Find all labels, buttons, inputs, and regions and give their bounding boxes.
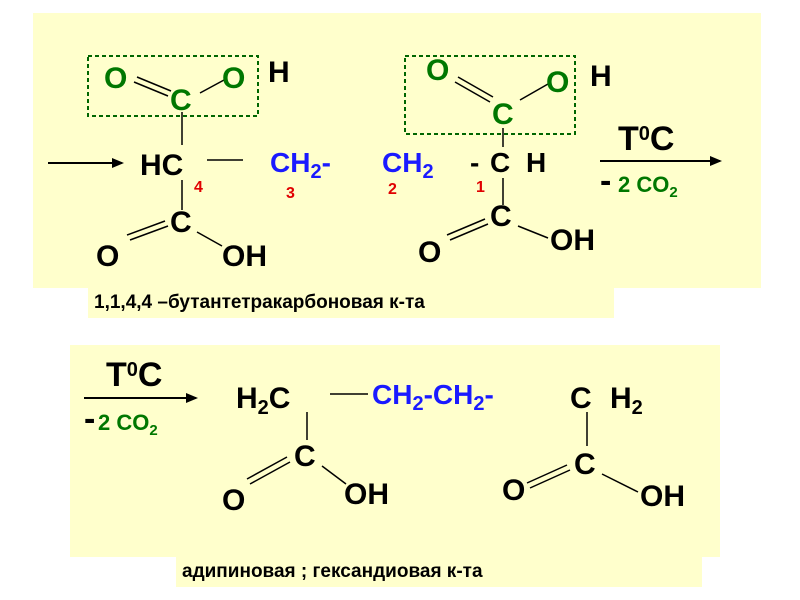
reaction2-name: адипиновая ; гександиовая к-та — [176, 557, 702, 587]
atom-oh: OH — [222, 240, 267, 273]
atom-o: O — [426, 54, 449, 87]
condition-temperature: T0C — [106, 356, 162, 394]
atom-c: C — [490, 200, 512, 233]
bond — [196, 231, 223, 247]
condition-temperature: T0C — [618, 120, 674, 158]
bond — [321, 465, 347, 485]
bond — [249, 461, 291, 485]
ch2-ch2-chain: CH2-CH2- — [372, 379, 494, 415]
condition-co2: 2 CO2 — [98, 410, 158, 439]
atom-oh: OH — [640, 480, 685, 513]
bond — [133, 81, 169, 97]
atom-o: O — [546, 66, 569, 99]
carboxyl-box-right — [404, 55, 576, 135]
locant: 2 — [388, 181, 397, 198]
bond — [529, 469, 571, 489]
bond-dash: - — [470, 147, 479, 178]
locant: 1 — [476, 179, 485, 196]
reaction1-name: 1,1,4,4 –бутантетракарбоновая к-та — [88, 288, 614, 318]
bond — [457, 76, 494, 98]
atom-h: H — [268, 56, 290, 89]
bond — [129, 225, 169, 241]
bond — [449, 223, 489, 241]
bond — [126, 220, 166, 236]
bond — [601, 473, 639, 493]
atom-oh: OH — [550, 224, 595, 257]
atom-o: O — [104, 62, 127, 95]
atom-c: C — [574, 448, 596, 481]
atom-c: C — [170, 84, 192, 117]
bond — [136, 76, 172, 92]
atom-c: C — [294, 440, 316, 473]
bond — [454, 81, 491, 103]
locant: 4 — [194, 179, 203, 196]
locant: 3 — [286, 185, 295, 202]
bond — [526, 464, 568, 484]
atom-o: O — [96, 240, 119, 273]
atom-o: O — [222, 62, 245, 95]
reaction1-panel — [33, 13, 761, 288]
carboxyl-box-left — [87, 55, 259, 117]
bond — [246, 456, 288, 480]
atom-c: C — [170, 206, 192, 239]
bond — [519, 83, 549, 101]
h2-group: H2 — [610, 382, 643, 419]
condition-minus: - — [600, 162, 611, 200]
bond — [446, 218, 486, 236]
ch2-group: CH2 — [382, 147, 434, 183]
bond — [517, 225, 549, 239]
atom-c: C — [492, 98, 514, 131]
atom-o: O — [418, 236, 441, 269]
h2c-group: H2C — [236, 382, 290, 419]
condition-minus: - — [84, 400, 95, 438]
atom-hc: HC — [140, 149, 183, 182]
ch2-group: CH2- — [270, 147, 331, 183]
atom-c: C — [570, 382, 592, 415]
bond — [199, 79, 225, 94]
atom-o: O — [502, 474, 525, 507]
condition-co2: 2 CO2 — [618, 172, 678, 201]
atom-h: H — [526, 147, 546, 178]
reaction2-panel — [70, 345, 720, 557]
atom-c: C — [490, 147, 510, 178]
atom-h: H — [590, 60, 612, 93]
atom-oh: OH — [344, 478, 389, 511]
atom-o: O — [222, 484, 245, 517]
